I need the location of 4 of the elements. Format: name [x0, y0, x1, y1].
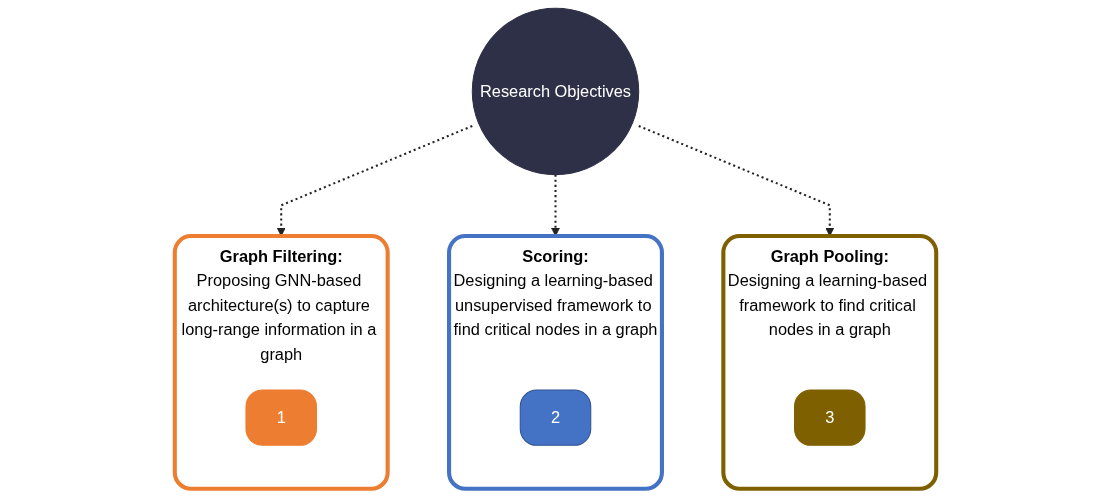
node-box: 2 [519, 389, 592, 446]
node-box: 1 [245, 389, 317, 446]
node-box: 3 [794, 389, 866, 446]
node-circle: Research Objectives [471, 7, 640, 176]
